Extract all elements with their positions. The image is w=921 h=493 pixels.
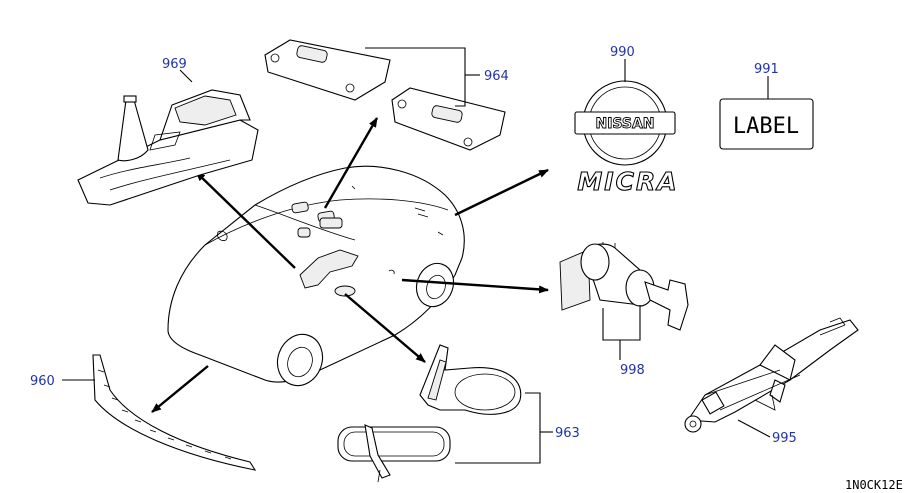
car-body-illustration [167,165,465,387]
jack-part[interactable] [684,317,859,433]
key-cylinder-part[interactable] [559,242,689,331]
emblem-parts[interactable]: NISSAN MICRA [574,80,679,197]
leader-lines [62,47,771,464]
nissan-badge-text: NISSAN [595,116,654,132]
pointer-arrows [151,117,549,413]
front-spoiler-part[interactable] [92,354,257,471]
sun-visor-parts[interactable] [264,39,506,151]
callout-998: 998 [620,363,645,378]
callout-990: 990 [610,45,635,60]
callout-991: 991 [754,62,779,77]
micra-script-text: MICRA [577,167,678,196]
callout-963: 963 [555,426,580,441]
callout-969: 969 [162,57,187,72]
console-boot-part[interactable] [77,89,259,206]
label-plate-text: LABEL [733,114,799,139]
callout-960: 960 [30,374,55,389]
label-plate-part[interactable]: LABEL [719,98,814,150]
drawing-code: 1N0CK12E [845,478,903,492]
mirror-parts[interactable] [337,344,522,483]
callout-995: 995 [772,431,797,446]
callout-964: 964 [484,69,509,84]
